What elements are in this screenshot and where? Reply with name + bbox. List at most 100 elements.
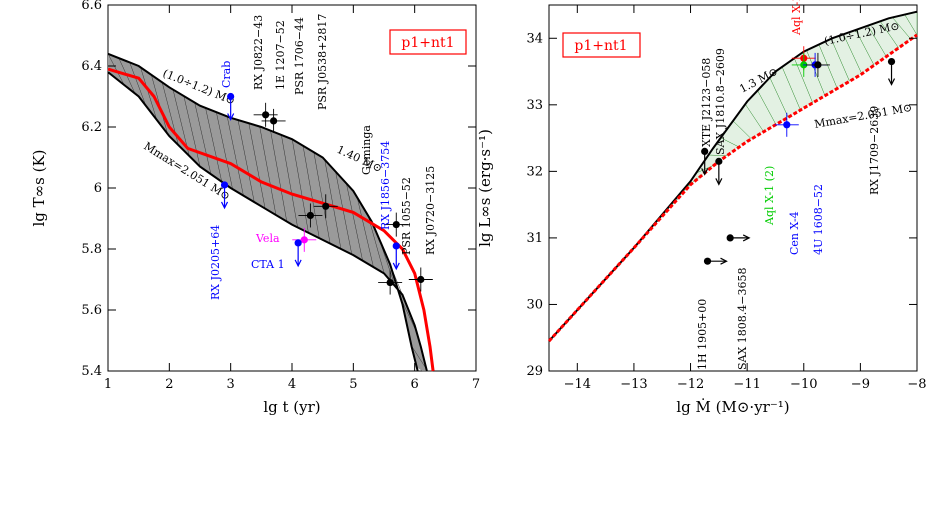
model-hatch xyxy=(879,21,899,49)
left-model-band xyxy=(107,53,434,372)
model-hatch xyxy=(781,66,801,111)
series-line xyxy=(107,67,435,372)
arrow-head xyxy=(720,257,728,265)
source-label: 1H 1905+00 xyxy=(696,299,709,370)
model-hatch xyxy=(346,183,363,261)
y-tick-label: 30 xyxy=(526,297,543,312)
source-label: 4U 1608−52 xyxy=(812,184,825,255)
model-hatch xyxy=(107,53,125,86)
right-xlabel: lg Ṁ (M⊙·yr⁻¹) xyxy=(676,398,789,416)
left-badge-box xyxy=(389,29,467,55)
y-tick-label: 34 xyxy=(526,31,543,46)
source-label: SAX J1810.8−2609 xyxy=(714,48,727,155)
model-hatch xyxy=(794,58,813,103)
model-hatch xyxy=(867,25,887,57)
source-label: PSR 1706−44 xyxy=(293,17,306,95)
model-hatch xyxy=(259,126,277,216)
y-tick-label: 6 xyxy=(94,181,102,196)
model-hatch xyxy=(335,171,353,255)
x-tick-label: −11 xyxy=(733,377,760,392)
x-tick-label: 7 xyxy=(472,377,480,392)
y-tick-label: 6.2 xyxy=(81,120,102,135)
model-hatch xyxy=(720,137,740,148)
source-label: Aql X-1 xyxy=(790,0,803,36)
x-tick-label: −10 xyxy=(790,377,817,392)
arrow-head xyxy=(701,168,709,176)
model-hatch xyxy=(140,67,157,120)
model-hatch xyxy=(302,145,320,239)
source-label: PSR 1055−52 xyxy=(400,177,413,255)
y-tick-label: 6.4 xyxy=(81,59,102,74)
model-hatch xyxy=(237,119,255,203)
x-tick-label: −12 xyxy=(677,377,704,392)
model-hatch xyxy=(769,77,789,118)
right-badge: p1+nt1 xyxy=(574,38,627,54)
source-label: Aql X-1 (2) xyxy=(763,166,776,226)
model-hatch xyxy=(843,34,863,74)
model-hatch xyxy=(248,123,266,209)
source-label: RX J0720−3125 xyxy=(424,166,437,255)
model-hatch xyxy=(855,29,875,66)
source-label: Cen X-4 xyxy=(788,211,801,255)
x-tick-label: −14 xyxy=(564,377,591,392)
model-hatch xyxy=(216,112,233,190)
source-point xyxy=(220,181,229,189)
right-badge-box xyxy=(562,32,641,58)
model-hatch xyxy=(281,134,298,228)
model-hatch xyxy=(205,107,223,182)
model-hatch xyxy=(708,154,727,156)
model-hatch xyxy=(367,215,385,274)
y-tick-label: 5.8 xyxy=(81,242,102,257)
model-hatch xyxy=(830,38,850,82)
source-label: RX J1709−2639 xyxy=(868,106,881,195)
model-hatch xyxy=(696,164,715,174)
source-label: CTA 1 xyxy=(251,258,285,271)
left-badge: p1+nt1 xyxy=(401,35,454,51)
model-hatch xyxy=(745,103,764,132)
model-hatch xyxy=(183,95,201,167)
left-ylabel: lg T∞s (K) xyxy=(30,149,48,226)
model-hatch xyxy=(324,159,342,249)
x-tick-label: 3 xyxy=(227,377,235,392)
series-line xyxy=(548,10,918,342)
source-label: RX J1856−3754 xyxy=(379,141,392,230)
curve-label: Mmax=2.051 M⊙ xyxy=(813,101,913,131)
arrow-head xyxy=(715,178,723,186)
source-label: Crab xyxy=(220,61,233,88)
arrow-head xyxy=(887,78,896,86)
x-tick-label: 2 xyxy=(165,377,173,392)
right-frame xyxy=(548,4,918,372)
source-label: RX J0205+64 xyxy=(209,225,222,300)
model-band-area xyxy=(549,11,917,342)
y-tick-label: 5.4 xyxy=(81,364,102,379)
y-tick-label: 31 xyxy=(526,231,543,246)
source-label: RX J0822−43 xyxy=(252,15,265,90)
x-tick-label: 5 xyxy=(349,377,357,392)
x-tick-label: −9 xyxy=(851,377,870,392)
source-label: Vela xyxy=(255,232,280,245)
arrow-head xyxy=(227,113,235,121)
model-hatch xyxy=(291,139,309,233)
x-tick-label: 1 xyxy=(104,377,112,392)
right-model-band xyxy=(548,11,918,342)
arrow-head xyxy=(220,201,229,210)
model-band-area xyxy=(108,53,434,372)
source-label: XTE J2123−058 xyxy=(700,58,713,147)
source-label: SAX 1808.4−3658 xyxy=(736,267,749,370)
series-line xyxy=(547,33,918,343)
left-xlabel: lg t (yr) xyxy=(263,398,320,416)
model-hatch xyxy=(194,102,212,175)
model-hatch xyxy=(270,130,288,222)
source-label: Geminga xyxy=(360,125,373,175)
right-panel: (1.0÷1.2) M⊙1.3 M⊙Mmax=2.051 M⊙ −14−13−1… xyxy=(476,0,926,416)
model-hatch xyxy=(226,116,244,196)
model-hatch xyxy=(818,44,838,89)
y-tick-label: 32 xyxy=(526,164,543,179)
model-hatch xyxy=(757,90,777,125)
arrow-head xyxy=(294,259,302,268)
series-line xyxy=(107,52,419,372)
